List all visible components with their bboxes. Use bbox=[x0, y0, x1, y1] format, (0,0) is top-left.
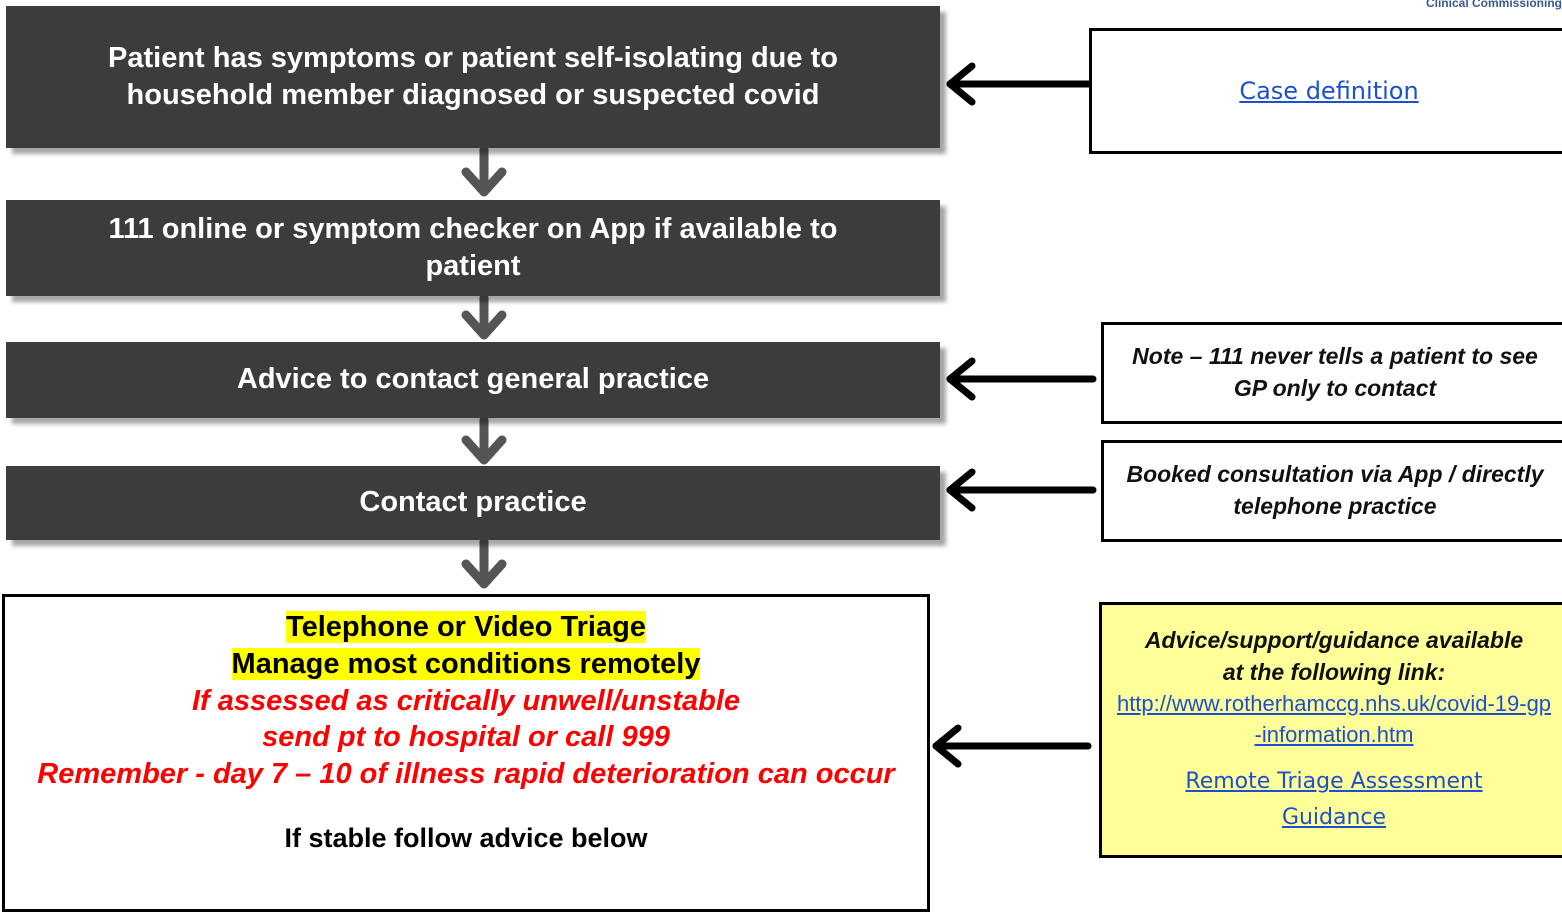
down-arrow-3 bbox=[461, 415, 507, 465]
flow-step-text: Advice to contact general practice bbox=[236, 363, 710, 396]
triage-subtitle: Manage most conditions remotely bbox=[231, 647, 701, 680]
flow-step-advice: Advice to contact general practice bbox=[6, 342, 940, 418]
flow-step-symptoms: Patient has symptoms or patient self-iso… bbox=[6, 6, 940, 148]
guidance-url-link[interactable]: http://www.rotherhamccg.nhs.uk/covid-19-… bbox=[1116, 690, 1552, 747]
flow-step-text: 111 online or symptom checker on App if … bbox=[108, 212, 838, 282]
down-arrow-1 bbox=[461, 145, 507, 197]
org-header: Clinical Commissioning bbox=[1425, 0, 1562, 10]
triage-warning-1: If assessed as critically unwell/unstabl… bbox=[191, 684, 741, 717]
down-arrow-2 bbox=[461, 293, 507, 340]
left-arrow-guidance bbox=[932, 724, 1092, 768]
triage-warning-3: Remember - day 7 – 10 of illness rapid d… bbox=[37, 758, 895, 791]
note-111-text: Note – 111 never tells a patient to see … bbox=[1132, 343, 1538, 401]
left-arrow-note2 bbox=[946, 468, 1097, 512]
triage-box: Telephone or Video Triage Manage most co… bbox=[2, 594, 930, 912]
guidance-text: Advice/support/guidance available at the… bbox=[1144, 627, 1524, 686]
case-definition-box: Case definition bbox=[1089, 28, 1562, 154]
guidance-box: Advice/support/guidance available at the… bbox=[1099, 602, 1562, 858]
flow-step-111-online: 111 online or symptom checker on App if … bbox=[6, 200, 940, 296]
booked-consultation-text: Booked consultation via App / directly t… bbox=[1126, 461, 1544, 519]
flow-step-contact: Contact practice bbox=[6, 466, 940, 540]
case-definition-link[interactable]: Case definition bbox=[1239, 77, 1419, 105]
triage-title: Telephone or Video Triage bbox=[286, 611, 646, 643]
note-111-box: Note – 111 never tells a patient to see … bbox=[1101, 322, 1562, 424]
flow-step-text: Patient has symptoms or patient self-iso… bbox=[108, 41, 838, 111]
left-arrow-note1 bbox=[946, 357, 1097, 401]
booked-consultation-box: Booked consultation via App / directly t… bbox=[1101, 440, 1562, 542]
triage-warning-2: send pt to hospital or call 999 bbox=[262, 721, 670, 754]
remote-triage-guidance-link[interactable]: Remote Triage Assessment Guidance bbox=[1185, 769, 1483, 830]
triage-footer: If stable follow advice below bbox=[284, 823, 648, 854]
left-arrow-case bbox=[946, 62, 1102, 106]
down-arrow-4 bbox=[461, 537, 507, 589]
flow-step-text: Contact practice bbox=[359, 486, 587, 519]
